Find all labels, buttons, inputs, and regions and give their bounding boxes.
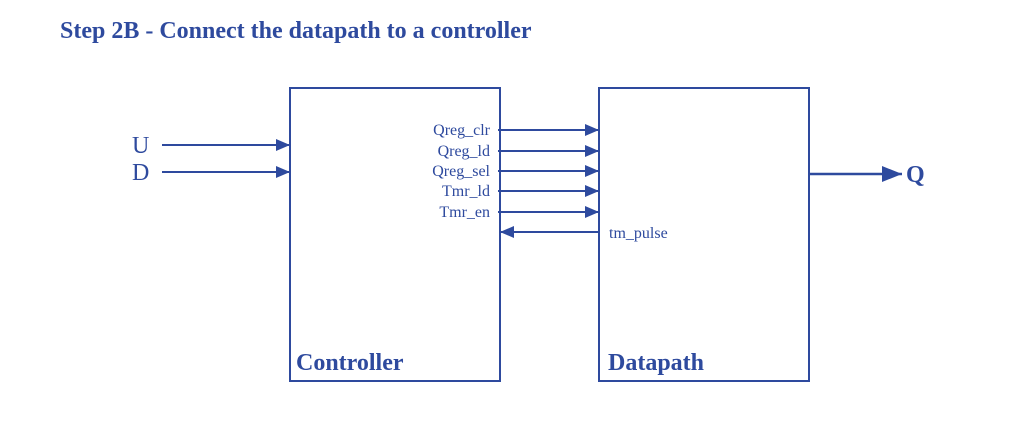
q-output-label: Q bbox=[906, 162, 925, 188]
qreg-clr-label: Qreg_clr bbox=[433, 122, 491, 139]
d-input-label: D bbox=[132, 160, 149, 186]
qreg-ld-label: Qreg_ld bbox=[438, 143, 490, 160]
controller-label: Controller bbox=[296, 350, 404, 376]
datapath-block bbox=[598, 87, 810, 382]
qreg-sel-label: Qreg_sel bbox=[432, 163, 490, 180]
tm-pulse-label: tm_pulse bbox=[609, 225, 668, 242]
tmr-en-label: Tmr_en bbox=[439, 204, 490, 221]
tmr-ld-label: Tmr_ld bbox=[442, 183, 490, 200]
page-title: Step 2B - Connect the datapath to a cont… bbox=[60, 18, 532, 44]
u-input-label: U bbox=[132, 133, 149, 159]
datapath-label: Datapath bbox=[608, 350, 704, 376]
